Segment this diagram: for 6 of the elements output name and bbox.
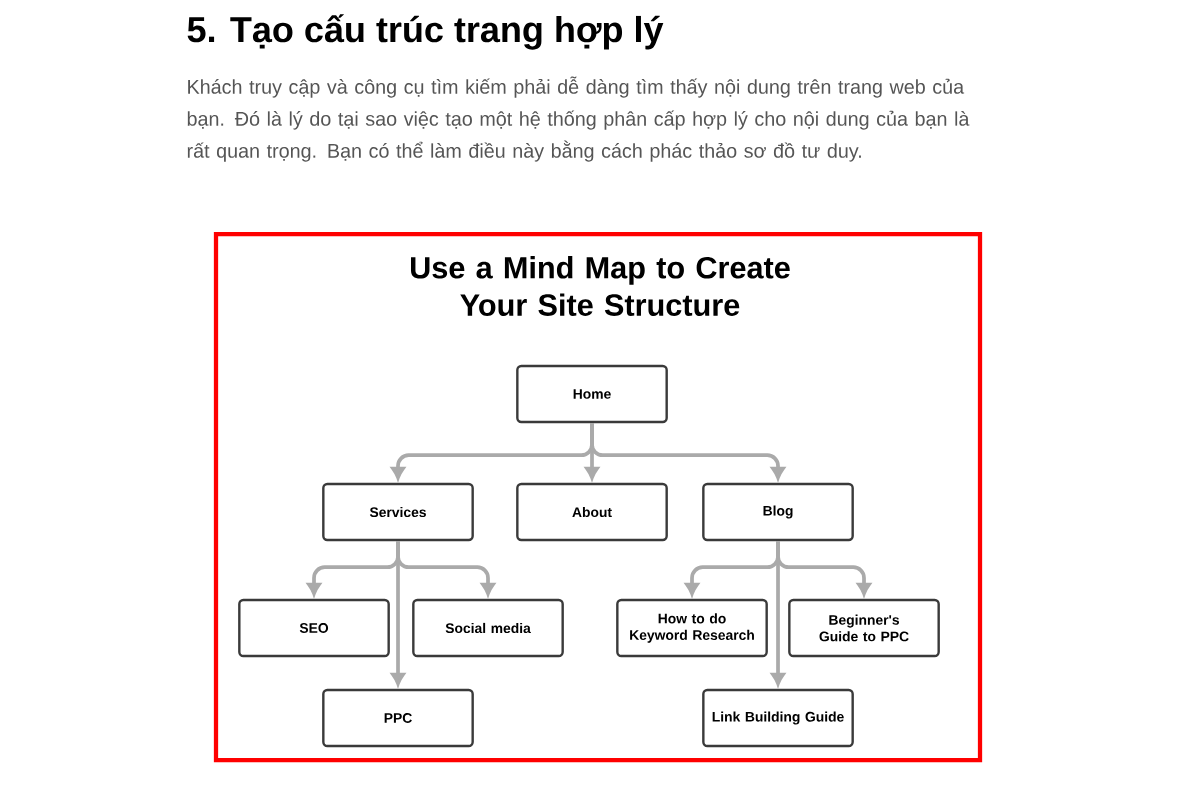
heading: 5. Tạo cấu trúc trang hợp lý [187,14,664,50]
paragraph: Khách truy cập và công cụ tìm kiếm phải dễ dàng tìm thấy nội dung trên trang web của bạn. Đó là lý do tại sao việc tạo một hệ thống phân cấp hợp lý cho nội dung của bạn là rất quan trọng. Bạn có thể làm điều này bằng cách phác thảo sơ đồ tư duy. [187,76,970,162]
diagram-title: Use a Mind Map to Create Your Site Structure [411,256,790,316]
arrow [771,541,785,686]
arrow [391,541,405,686]
arrow [590,423,785,480]
